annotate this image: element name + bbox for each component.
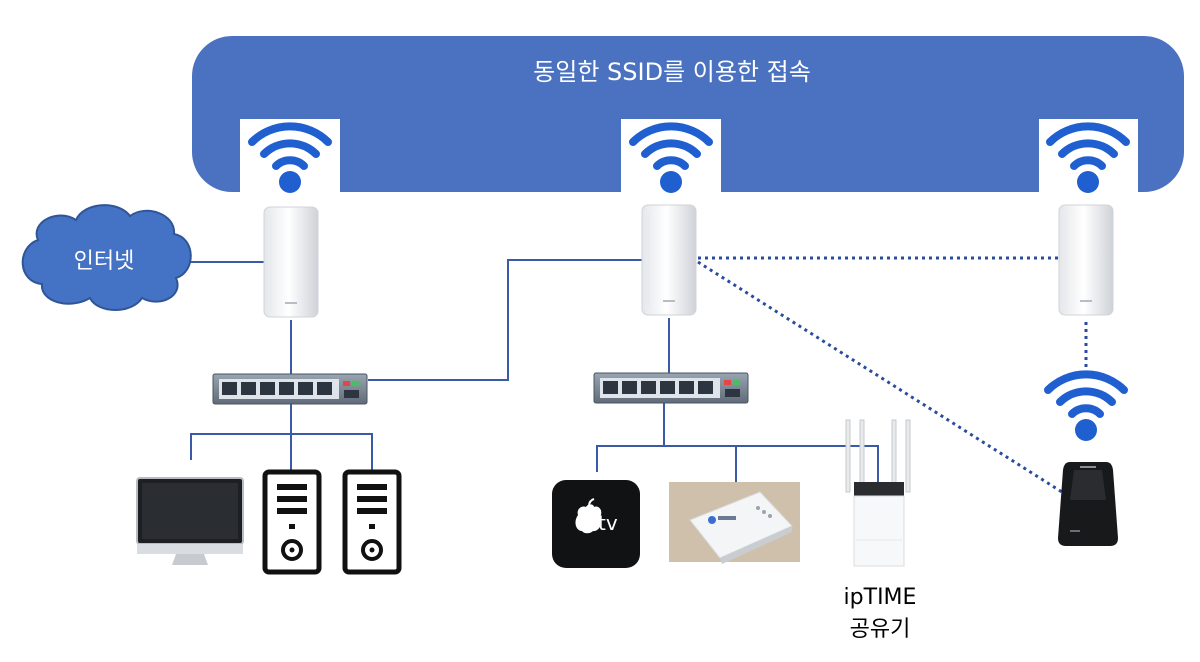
apple-tv-icon: tv — [552, 480, 640, 568]
ssid-banner-title: 동일한 SSID를 이용한 접속 — [533, 58, 811, 86]
network-switch-icon — [593, 372, 749, 404]
mesh-node-icon — [641, 204, 697, 316]
router-label-line1: ipTIME — [844, 585, 917, 610]
mesh-node-icon — [1058, 204, 1114, 316]
extender-icon — [1058, 462, 1118, 546]
ssid-banner — [192, 36, 1184, 192]
modem-icon — [669, 482, 800, 564]
network-switch-icon — [212, 373, 368, 405]
monitor-icon — [136, 477, 244, 565]
cloud-label: 인터넷 — [74, 249, 135, 274]
apple-tv-label: tv — [598, 511, 618, 535]
wifi-icon — [1048, 374, 1124, 441]
router-icon — [845, 419, 911, 567]
pc-tower-icon — [345, 472, 399, 572]
wireless-backhaul-links — [697, 256, 1088, 494]
wired-links — [190, 259, 879, 490]
router-label-line2: 공유기 — [850, 617, 911, 642]
cloud-icon — [21, 204, 192, 311]
mesh-node-icon — [263, 206, 319, 318]
pc-tower-icon — [265, 472, 319, 572]
